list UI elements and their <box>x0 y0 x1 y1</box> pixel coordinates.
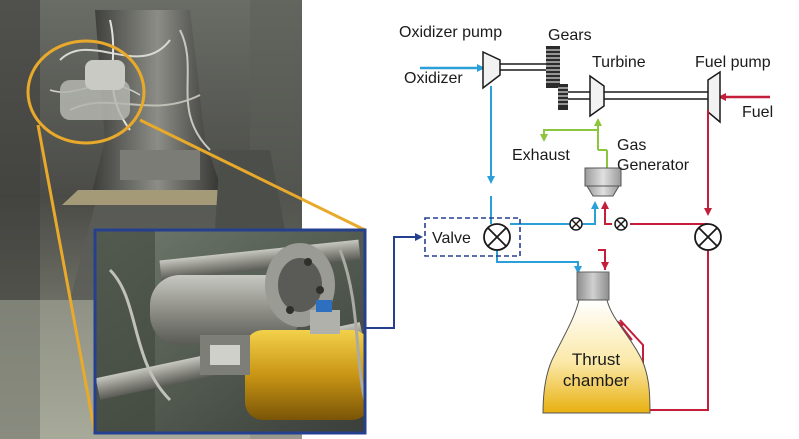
label-valve: Valve <box>432 230 471 247</box>
thrust-chamber-icon <box>542 271 651 414</box>
label-oxidizer: Oxidizer <box>404 70 463 87</box>
fuel-main-valve-icon <box>694 223 722 251</box>
callout-line-right <box>139 118 366 232</box>
oxidizer-main-valve-icon <box>483 223 511 251</box>
valve-highlight-box <box>424 217 521 257</box>
exhaust-arrow <box>540 129 549 142</box>
turbine-icon <box>589 74 605 118</box>
oxidizer-to-chamber-arrow <box>568 261 582 274</box>
fuel-pump-icon <box>707 70 721 124</box>
label-thrust-line1: Thrust <box>572 350 620 369</box>
label-fuel: Fuel <box>742 104 773 121</box>
fuel-gg-valve-icon <box>614 217 628 231</box>
valve-closeup-photo <box>95 230 365 433</box>
inset-frame <box>93 228 367 435</box>
inset-connector-arrow <box>365 233 423 329</box>
callout-circle <box>26 39 146 145</box>
gears-icon <box>546 46 568 110</box>
label-thrust-line2: chamber <box>563 371 629 390</box>
gas-generator-icon <box>584 167 622 197</box>
oxidizer-gg-valve-icon <box>569 217 583 231</box>
label-exhaust: Exhaust <box>512 147 570 164</box>
fuel-to-chamber-arrow <box>598 249 609 270</box>
label-turbine: Turbine <box>592 54 646 71</box>
label-oxidizer-pump: Oxidizer pump <box>399 24 502 41</box>
label-gears: Gears <box>548 27 592 44</box>
oxidizer-pump-icon <box>482 50 501 90</box>
callout-line-left <box>36 124 97 434</box>
label-fuel-pump: Fuel pump <box>695 54 771 71</box>
label-gas-generator-line2: Generator <box>617 157 690 174</box>
label-gas-generator-line1: Gas <box>617 137 646 154</box>
